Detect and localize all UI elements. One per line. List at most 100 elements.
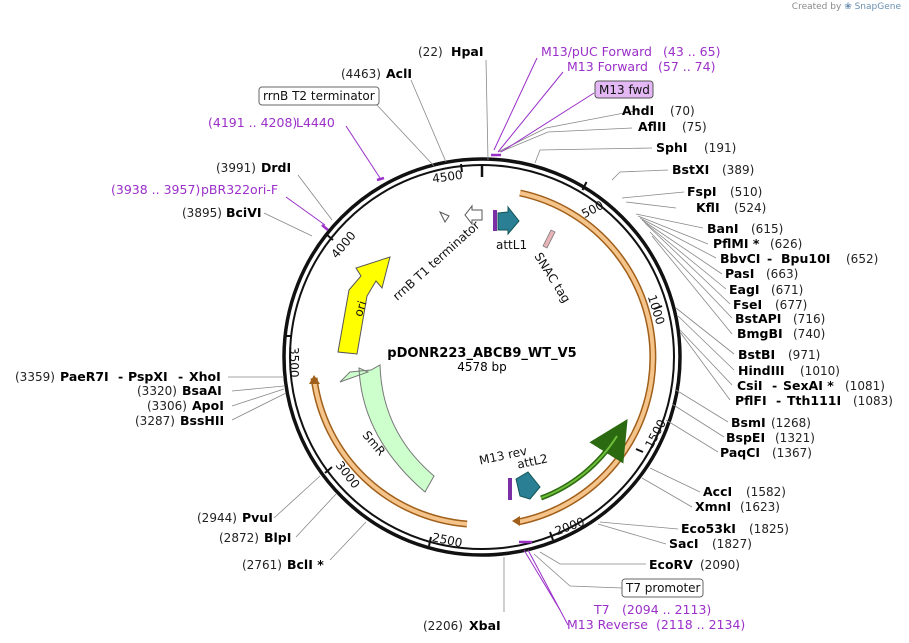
primer-t7-range: (2094 .. 2113) xyxy=(622,602,711,617)
site-xbai-name: XbaI xyxy=(469,618,501,633)
green-feature-arrow xyxy=(540,419,628,501)
connector-rrnb-t2 xyxy=(375,103,435,167)
site-acci-pos: (1582) xyxy=(746,485,786,499)
tick-mark-4000 xyxy=(325,233,334,241)
site-csii-name: CsiI xyxy=(737,378,763,393)
primer-m13-forward-range: (57 .. 74) xyxy=(658,59,715,74)
tick-mark-1500 xyxy=(635,448,644,453)
site-fsei-name: FseI xyxy=(733,297,762,312)
connector-m13-reverse xyxy=(527,549,569,626)
ori-arrow xyxy=(337,256,391,355)
site-bmgbi-name: BmgBI xyxy=(737,326,783,341)
connector-xmni xyxy=(641,477,693,508)
site-pvui-pos: (2944) xyxy=(197,511,237,525)
site-xmni-pos: (1623) xyxy=(740,500,780,514)
connector-pvui xyxy=(273,475,321,519)
connector-eagi xyxy=(643,221,727,290)
connector-acci xyxy=(649,467,701,493)
site-saci-name: SacI xyxy=(669,536,699,551)
site-dash-paer7i: - xyxy=(118,369,123,384)
site-bcli-name: BclI * xyxy=(287,557,324,572)
connector-bstbi xyxy=(675,307,735,355)
tick-2500: 2500 xyxy=(431,530,464,550)
site-eco53ki-pos: (1825) xyxy=(749,522,789,536)
primer-l4440-name: L4440 xyxy=(296,115,335,130)
plasmid-name: pDONR223_ABCB9_WT_V5 xyxy=(387,346,576,361)
connector-ecorv xyxy=(539,551,646,565)
site-xbai-pos: (2206) xyxy=(423,619,463,633)
site-fspi-name: FspI xyxy=(687,184,717,199)
site-hindiii-name: HindIII xyxy=(738,363,785,378)
site-bstxi-pos: (389) xyxy=(722,163,754,177)
connector-hpai xyxy=(485,59,489,161)
backbone-outer-ring xyxy=(282,157,682,557)
site-dash-csii: - xyxy=(772,378,777,393)
site-bsmi-name: BsmI xyxy=(731,415,766,430)
tick-mark-2000 xyxy=(549,531,554,541)
rrnb-t1-terminator-label: rrnB T1 terminator xyxy=(390,218,482,303)
site-pspxi-name: PspXI xyxy=(128,369,168,384)
site-dash-pspxi: - xyxy=(178,369,183,384)
attL2-primer-mark xyxy=(508,478,512,500)
site-hpai-pos: (22) xyxy=(418,45,443,59)
site-bspei-name: BspEI xyxy=(726,430,765,445)
site-bsmi-pos: (1268) xyxy=(771,416,811,430)
site-apoi-pos: (3306) xyxy=(147,399,187,413)
primer-pbr322ori-f-name: pBR322ori-F xyxy=(201,182,278,197)
connector-m13-puc-forward xyxy=(493,57,538,151)
snac-tag-label: SNAC tag xyxy=(531,250,573,305)
site-hpai-name: HpaI xyxy=(451,44,484,59)
primer-l4440-range: (4191 .. 4208) xyxy=(208,115,297,130)
site-bstbi-name: BstBI xyxy=(738,347,775,362)
site-acli-pos: (4463) xyxy=(341,67,381,81)
site-bsshii-name: BssHII xyxy=(180,413,224,428)
site-pflmi-name: PflMI * xyxy=(713,236,760,251)
tick-3500: 3500 xyxy=(287,347,301,378)
primer-m13-reverse-name: M13 Reverse xyxy=(567,617,648,632)
site-bsaai-pos: (3320) xyxy=(137,384,177,398)
site-kfli-name: KflI xyxy=(696,200,720,215)
site-ahdi-name: AhdI xyxy=(622,103,654,118)
rrnb-t2-terminator-box xyxy=(258,86,380,106)
connector-pasi xyxy=(641,219,723,275)
site-aflii-pos: (75) xyxy=(682,120,707,134)
attL1-label: attL1 xyxy=(496,238,527,252)
ori-label: ori xyxy=(351,299,369,318)
t7-promoter-box xyxy=(621,578,704,598)
site-sexai-name: SexAI * xyxy=(783,378,834,393)
rrnb-t2-terminator-arrow xyxy=(438,210,450,223)
connector-bsmi xyxy=(675,389,729,423)
connector-bcivi xyxy=(263,212,313,237)
connector-acli xyxy=(410,79,447,163)
site-pflmi-pos: (626) xyxy=(770,237,802,251)
connector-bsaai xyxy=(231,385,285,392)
site-blpi-pos: (2872) xyxy=(219,531,259,545)
site-tth111i-name: Tth111I xyxy=(787,393,841,408)
primer-m13-puc-forward-name: M13/pUC Forward xyxy=(541,44,652,59)
tick-mark-2500 xyxy=(428,536,432,547)
site-pasi-pos: (663) xyxy=(766,267,798,281)
site-aflii-name: AflII xyxy=(638,119,666,134)
primer-m13-forward-name: M13 Forward xyxy=(567,59,648,74)
connector-bstxi xyxy=(611,169,669,181)
connector-blpi xyxy=(295,493,337,538)
snac-tag-arrow xyxy=(542,229,556,249)
t7-promoter-label: T7 promoter xyxy=(625,581,701,595)
site-paqci-pos: (1367) xyxy=(772,446,812,460)
orf-arrowhead-left xyxy=(309,375,320,384)
primer-m13-puc-forward-range: (43 .. 65) xyxy=(663,44,720,59)
attL2-label: attL2 xyxy=(516,451,549,471)
site-csii-pos: (1081) xyxy=(845,379,885,393)
site-fsei-pos: (677) xyxy=(775,298,807,312)
rrnb-t2-terminator-label: rrnB T2 terminator xyxy=(263,89,375,103)
connector-bspei xyxy=(671,403,725,438)
connector-m13-fwd xyxy=(500,92,595,153)
connector-aflii xyxy=(499,127,633,153)
site-bspei-pos: (1321) xyxy=(775,431,815,445)
site-bmgbi-pos: (740) xyxy=(793,327,825,341)
site-sphi-name: SphI xyxy=(656,140,688,155)
rrnb-t1-terminator-arrow xyxy=(464,204,483,226)
attL1-arrow xyxy=(497,205,520,236)
site-blpi-name: BlpI xyxy=(264,530,291,545)
site-ecorv-name: EcoRV xyxy=(649,557,693,572)
